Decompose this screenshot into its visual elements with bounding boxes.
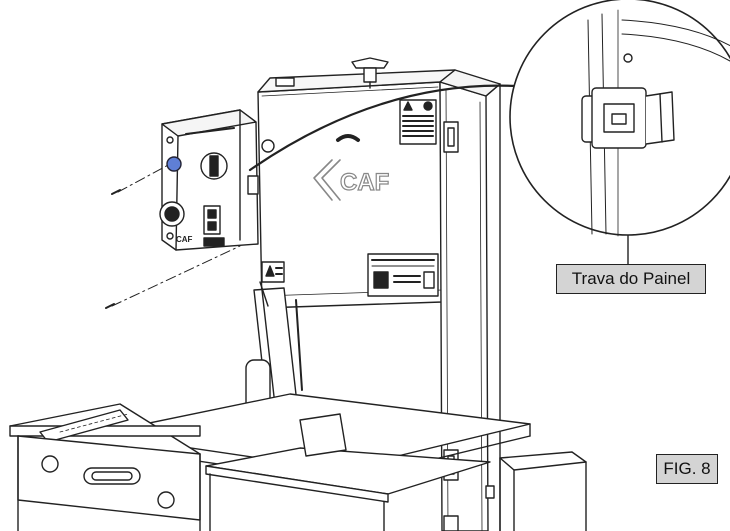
indicator-light-icon bbox=[166, 156, 182, 172]
lock-knob-icon bbox=[261, 139, 275, 153]
sliding-carriage bbox=[9, 403, 201, 531]
door-handle-icon bbox=[336, 134, 360, 142]
tension-knob-icon bbox=[351, 57, 389, 89]
start-button-icon bbox=[203, 205, 221, 235]
control-panel-box bbox=[161, 109, 259, 251]
panel-latch-icon bbox=[247, 175, 259, 195]
caf-brand-text: CAF bbox=[340, 169, 389, 196]
fixed-table bbox=[205, 413, 491, 531]
warning-label-top bbox=[399, 99, 437, 145]
panel-label bbox=[203, 237, 225, 247]
callout-leader bbox=[248, 84, 518, 172]
info-plate bbox=[367, 253, 439, 297]
warning-label-small bbox=[261, 261, 285, 283]
callout-label-trava-do-painel: Trava do Painel bbox=[556, 264, 706, 294]
screw-guides bbox=[111, 163, 241, 307]
emergency-stop-icon bbox=[159, 201, 185, 227]
caf-panel-text: CAF bbox=[176, 235, 193, 244]
base-cabinet bbox=[485, 451, 587, 531]
mounting-screw-icons bbox=[105, 189, 121, 309]
detail-circle bbox=[509, 0, 730, 237]
figure-label: FIG. 8 bbox=[656, 454, 718, 484]
caf-logo-housing bbox=[313, 159, 341, 201]
rotary-switch-icon bbox=[200, 152, 228, 180]
